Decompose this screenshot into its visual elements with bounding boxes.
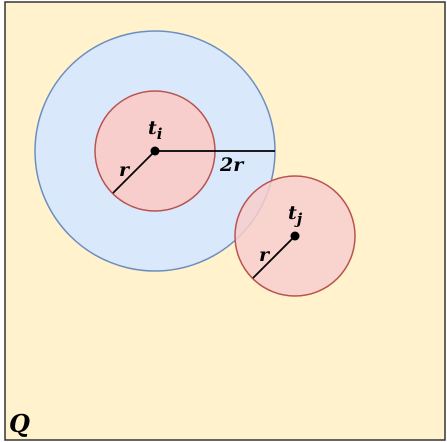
label-ti-subscript: i — [157, 125, 163, 143]
radius-line-tj — [252, 235, 296, 279]
label-tj-main: t — [288, 202, 297, 224]
label-ti-main: t — [148, 117, 157, 139]
label-2r: 2r — [219, 154, 245, 176]
label-r-tj: r — [259, 244, 271, 266]
radius-line-ti — [112, 150, 156, 194]
label-r-ti: r — [119, 159, 131, 181]
label-tj-subscript: j — [294, 210, 303, 228]
label-tj: tj — [288, 202, 303, 228]
center-point-tj — [290, 231, 300, 241]
label-ti: ti — [148, 117, 163, 143]
region-label-q: Q — [9, 409, 30, 438]
center-point-ti — [150, 146, 160, 156]
